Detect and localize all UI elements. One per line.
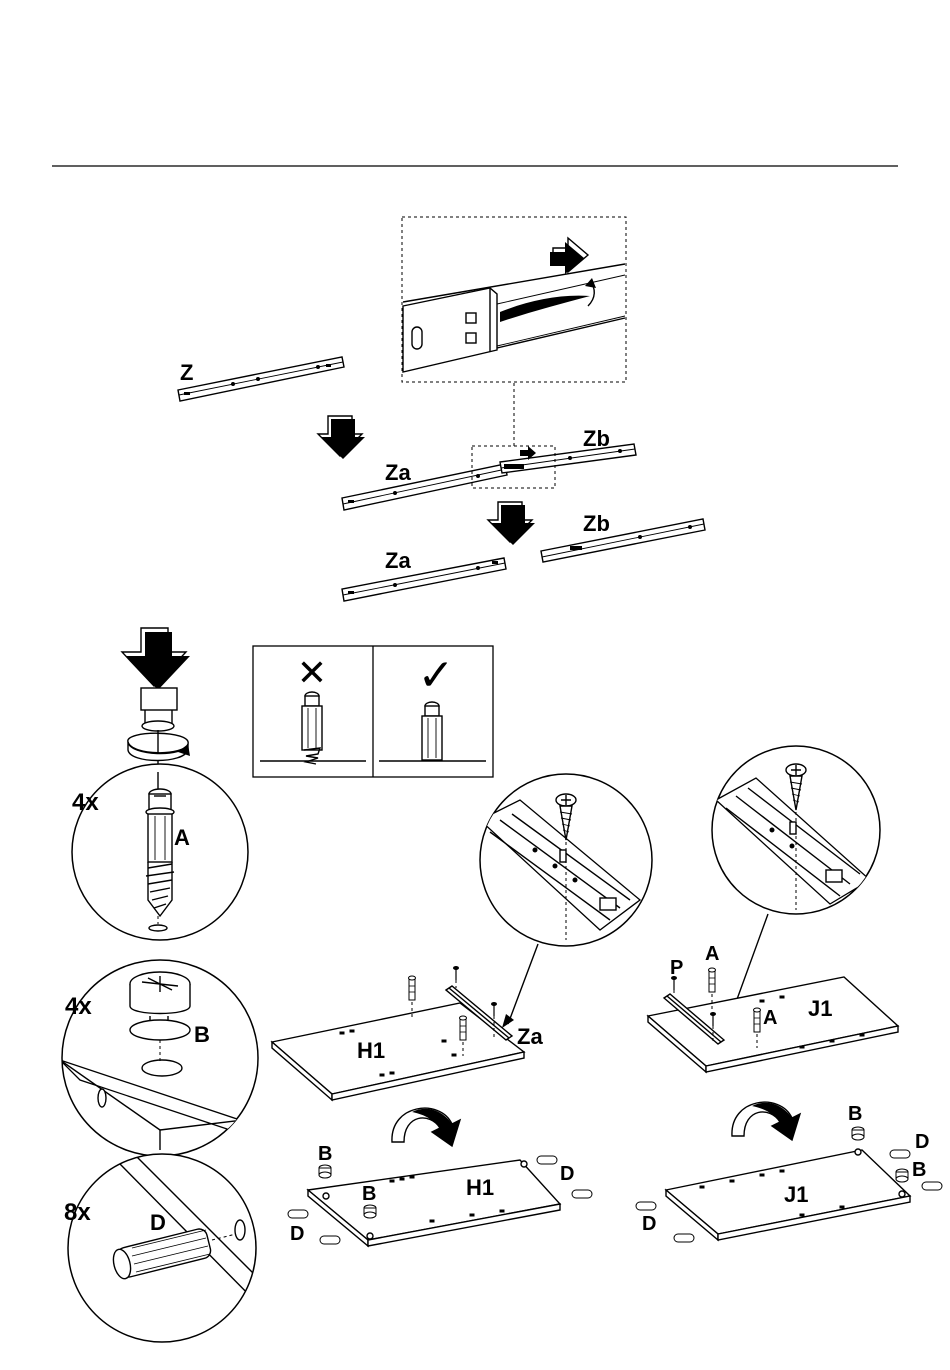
h1-lock-label-1: B [318, 1143, 332, 1165]
rail-za-separated [342, 558, 506, 601]
down-arrow-2 [488, 502, 535, 545]
release-lever-detail [402, 217, 626, 382]
j1-bolt-label-1: A [705, 943, 719, 965]
wrong-installation: ✕ [297, 653, 327, 764]
dowel-label: D [150, 1210, 166, 1235]
h1-rail-screw-detail [480, 774, 652, 946]
panel-h1-name: H1 [357, 1038, 385, 1063]
check-mark-icon: ✓ [418, 650, 455, 701]
panel-h1-flipped-name: H1 [466, 1175, 494, 1200]
flip-arrow-j1 [732, 1102, 800, 1140]
h1-lock-label-2: B [362, 1183, 376, 1205]
j1-screw-label: P [670, 957, 683, 979]
h1-detail-leader-arrow [502, 1014, 514, 1028]
j1-lock-label-2: B [912, 1159, 926, 1181]
rail-zb-separated [541, 519, 705, 562]
cam-lock-detail-circle [60, 960, 260, 1156]
h1-rail-label: Za [517, 1024, 543, 1049]
flip-arrow-h1 [392, 1108, 460, 1146]
pull-direction-arrow [550, 238, 588, 274]
rail-zb-label-2: Zb [583, 511, 610, 536]
dowel-qty: 8x [64, 1199, 91, 1226]
cam-lock-qty: 4x [65, 993, 92, 1020]
j1-rail-screw-detail [712, 746, 880, 914]
panel-h1-flipped [308, 1160, 560, 1246]
bolt-depth-comparison [253, 646, 493, 777]
cam-bolt-qty: 4x [72, 789, 99, 816]
h1-dowel-label-1: D [560, 1163, 574, 1185]
j1-bolt-label-2: A [763, 1007, 777, 1029]
rotate-cw-icon [128, 733, 190, 760]
insert-bolt-arrow [122, 628, 190, 690]
cam-lock-label: B [194, 1022, 210, 1047]
panel-j1-flipped-name: J1 [784, 1182, 808, 1207]
j1-dowel-label-2: D [642, 1213, 656, 1235]
rail-za-label-2: Za [385, 548, 411, 573]
j1-lock-label-1: B [848, 1103, 862, 1125]
rail-zb-label-1: Zb [583, 426, 610, 451]
rail-z [178, 357, 344, 401]
j1-dowel-label-1: D [915, 1131, 929, 1153]
rail-z-label: Z [180, 360, 193, 385]
panel-j1-name: J1 [808, 996, 832, 1021]
wrong-mark-icon: ✕ [297, 653, 327, 694]
dowel-detail-circle [68, 1150, 270, 1342]
h1-dowel-label-2: D [290, 1223, 304, 1245]
cam-bolt-label: A [174, 825, 190, 850]
h1-detail-leader [508, 944, 538, 1024]
rail-za-label-1: Za [385, 460, 411, 485]
